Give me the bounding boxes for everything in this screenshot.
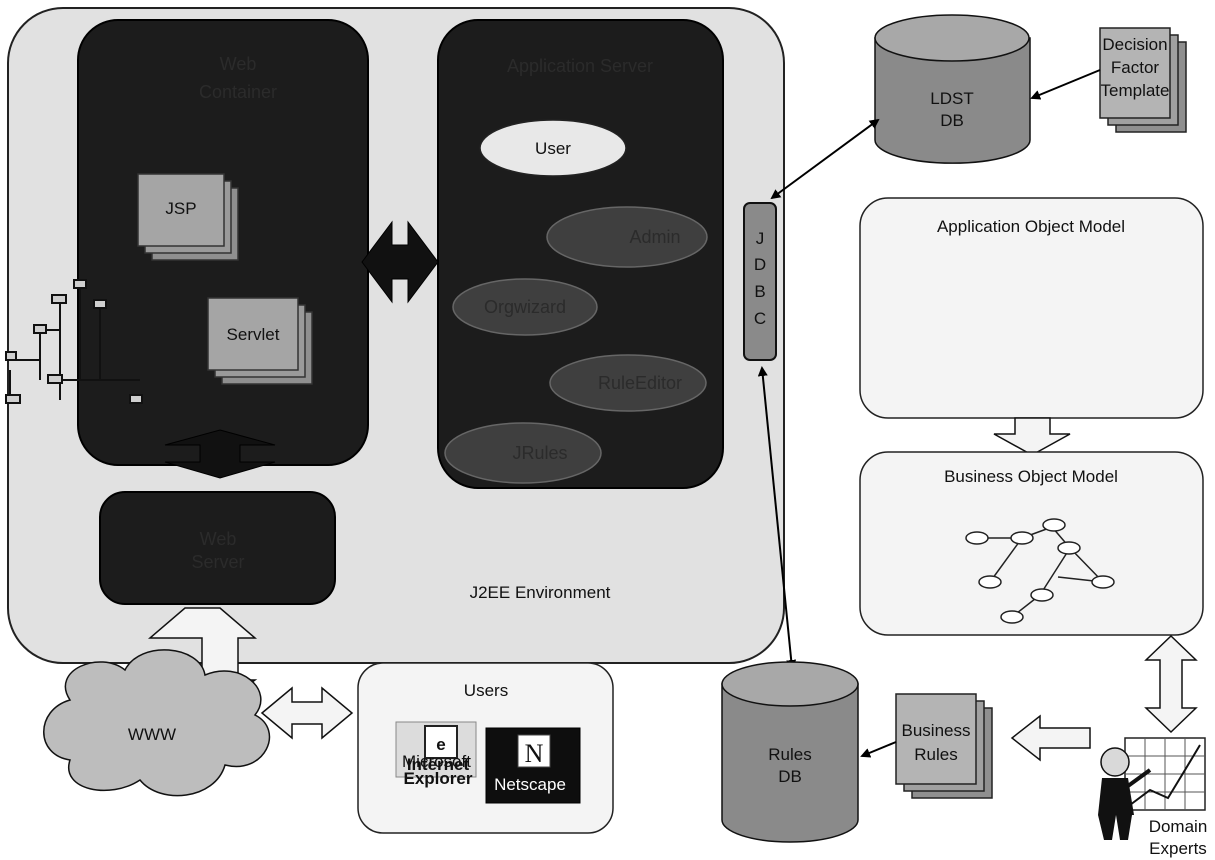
svg-text:Microsoft: Microsoft — [402, 752, 471, 771]
jdbc-letter-b: B — [754, 282, 765, 301]
users-title: Users — [464, 681, 508, 700]
decision-factor-template: Decision Factor Template — [1099, 27, 1187, 133]
admin-component-label: Admin — [629, 227, 680, 247]
container-server-double-arrow — [361, 220, 439, 304]
svg-text:Business: Business — [902, 721, 971, 740]
aom-to-bom-arrow — [993, 417, 1071, 456]
rules-to-db-arrow — [860, 741, 897, 758]
web-server — [99, 491, 336, 605]
application-object-model-title: Application Object Model — [937, 217, 1125, 236]
jdbc-letter-c: C — [754, 309, 766, 328]
ldst-database: LDST DB — [874, 14, 1031, 164]
application-server-title: Application Server — [507, 56, 653, 76]
svg-text:Servlet: Servlet — [227, 325, 280, 344]
user-component-label: User — [535, 139, 571, 158]
www-label: WWW — [128, 725, 176, 744]
web-server-line2: Server — [191, 552, 244, 572]
component-tree-graphic — [5, 279, 143, 404]
svg-text:Rules: Rules — [914, 745, 957, 764]
orgwizard-component — [452, 278, 598, 336]
container-webserver-double-arrow — [164, 429, 276, 479]
svg-text:DB: DB — [778, 767, 802, 786]
svg-text:Template: Template — [1101, 81, 1170, 100]
svg-text:Rules: Rules — [768, 745, 811, 764]
jrules-component-label: JRules — [512, 443, 567, 463]
www-cloud: WWW — [43, 649, 271, 797]
ruleeditor-component — [549, 354, 707, 412]
svg-text:Factor: Factor — [1111, 58, 1160, 77]
jdbc-rulesdb-arrow — [757, 366, 797, 670]
rules-database: Rules DB — [721, 661, 859, 843]
ruleeditor-component-label: RuleEditor — [598, 373, 682, 393]
servlet-document-stack: Servlet — [207, 297, 313, 385]
svg-text:LDST: LDST — [930, 89, 973, 108]
netscape-logo: N Netscape — [485, 727, 581, 804]
web-server-line1: Web — [200, 529, 237, 549]
app-server-components: User Admin Orgwizard RuleEditor JRules — [444, 119, 708, 484]
orgwizard-component-label: Orgwizard — [484, 297, 566, 317]
internet-explorer-logo: e Microsoft Internet Explorer — [395, 721, 477, 788]
business-object-model-title: Business Object Model — [944, 467, 1118, 486]
svg-text:Internet: Internet — [407, 755, 470, 774]
admin-component — [546, 206, 708, 268]
web-container-title-line2: Container — [199, 82, 277, 102]
svg-text:DB: DB — [940, 111, 964, 130]
domain-experts-line2: Experts — [1149, 839, 1207, 858]
domain-experts-line1: Domain — [1149, 817, 1208, 836]
business-object-model — [859, 451, 1204, 636]
jdbc-connector — [743, 202, 777, 361]
jdbc-ldst-arrow — [770, 118, 880, 200]
svg-text:Decision: Decision — [1102, 35, 1167, 54]
object-graph-icon — [965, 518, 1115, 624]
svg-text:N: N — [525, 739, 544, 768]
experts-to-rules-arrow — [1010, 714, 1091, 762]
jdbc-letter-d: D — [754, 255, 766, 274]
bom-experts-double-arrow — [1144, 634, 1198, 734]
j2ee-environment-label: J2EE Environment — [470, 583, 611, 602]
business-rules-stack: Business Rules — [895, 693, 993, 799]
user-component — [479, 119, 627, 177]
domain-expert-icon — [1098, 737, 1206, 840]
svg-text:e: e — [436, 735, 445, 754]
svg-text:Explorer: Explorer — [404, 769, 473, 788]
web-container-title-line1: Web — [220, 54, 257, 74]
svg-text:JSP: JSP — [165, 199, 196, 218]
svg-text:Netscape: Netscape — [494, 775, 566, 794]
template-to-ldst-arrow — [1030, 69, 1101, 100]
jsp-document-stack: JSP — [137, 173, 239, 261]
jdbc-letter-j: J — [756, 229, 765, 248]
www-users-double-arrow — [260, 686, 354, 740]
jrules-component — [444, 422, 602, 484]
